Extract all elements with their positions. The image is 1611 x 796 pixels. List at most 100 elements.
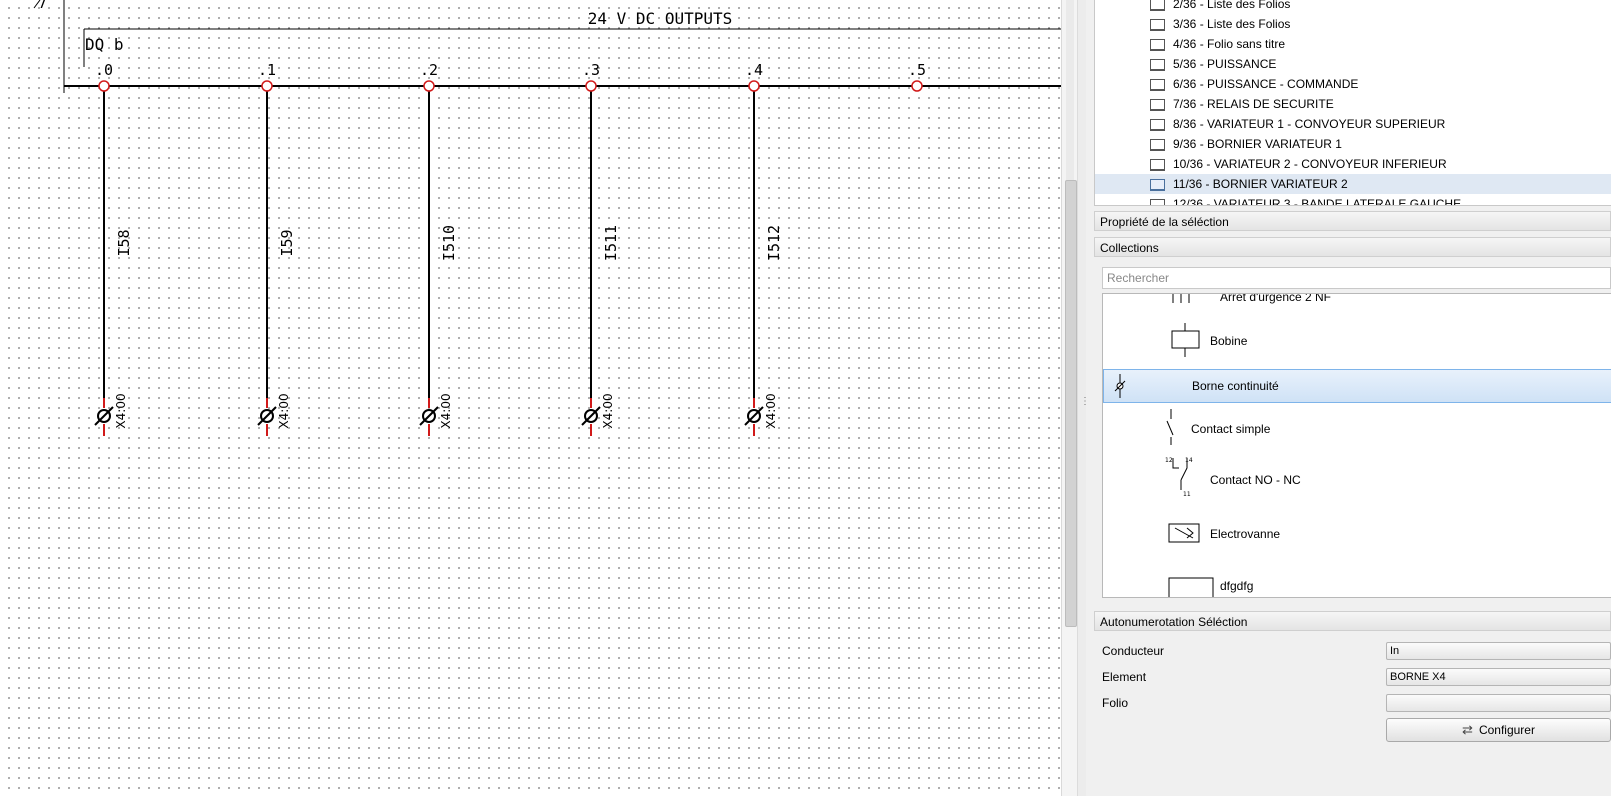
folio-item[interactable]: 12/36 - VARIATEUR 3 - BANDE LATERALE GAU… (1095, 194, 1611, 206)
output-channel[interactable]: .5 (908, 61, 926, 92)
folio-item-label: 12/36 - VARIATEUR 3 - BANDE LATERALE GAU… (1173, 197, 1462, 206)
scrollbar-thumb[interactable] (1065, 180, 1077, 627)
folio-item-label: 6/36 - PUISSANCE - COMMANDE (1173, 77, 1359, 91)
folio-page-icon (1150, 159, 1165, 171)
folio-page-icon (1150, 139, 1165, 151)
wire-number-label: I58 (115, 229, 133, 256)
folio-combo[interactable] (1386, 694, 1611, 712)
terminal-slash-icon (744, 406, 764, 426)
folio-item-label: 9/36 - BORNIER VARIATEUR 1 (1173, 137, 1342, 151)
module-frame (33, 0, 1061, 93)
collection-item[interactable]: Arret d'urgence 2 NF (1103, 293, 1611, 315)
canvas-vertical-scrollbar[interactable] (1061, 0, 1078, 796)
collections-dock-title[interactable]: Collections (1094, 237, 1611, 257)
collection-item[interactable]: dfgdfg (1103, 570, 1611, 597)
output-pin-point[interactable] (911, 80, 923, 92)
autonum-dock-title[interactable]: Autonumerotation Séléction (1094, 611, 1611, 631)
terminal-slash-icon (581, 406, 601, 426)
folio-label: Folio (1102, 696, 1129, 710)
collection-item[interactable]: Electrovanne (1103, 518, 1611, 552)
folio-item[interactable]: 3/36 - Liste des Folios (1095, 14, 1611, 34)
output-pin-point[interactable] (423, 80, 435, 92)
schematic-drawing[interactable]: 24 V DC OUTPUTS DQ b .0I58X4:00.1I59X4:0… (0, 0, 1061, 796)
collection-item[interactable]: Contact simple (1103, 409, 1611, 447)
folio-item-label: 2/36 - Liste des Folios (1173, 0, 1291, 11)
svg-text:14: 14 (1185, 457, 1193, 464)
folio-page-icon (1150, 19, 1165, 31)
output-pin-point[interactable] (748, 80, 760, 92)
right-dock: 2/36 - Liste des Folios 3/36 - Liste des … (1086, 0, 1611, 796)
output-pin-label: .4 (745, 61, 763, 79)
collection-item-label: Bobine (1210, 334, 1248, 348)
wire-number-label: I59 (278, 229, 296, 256)
folio-item[interactable]: 2/36 - Liste des Folios (1095, 0, 1611, 14)
splitter-grip-icon: ⋮ (1080, 396, 1090, 407)
module-label: DQ b (85, 35, 124, 54)
panel-splitter[interactable]: ⋮ (1077, 0, 1090, 796)
folio-page-icon (1150, 179, 1165, 191)
folio-page-icon (1150, 119, 1165, 131)
folio-page-icon (1150, 99, 1165, 111)
properties-dock-title[interactable]: Propriété de la séléction (1094, 211, 1611, 231)
folio-item[interactable]: 7/36 - RELAIS DE SECURITE (1095, 94, 1611, 114)
folio-item[interactable]: 11/36 - BORNIER VARIATEUR 2 (1095, 174, 1611, 194)
folio-tree[interactable]: 2/36 - Liste des Folios 3/36 - Liste des … (1094, 0, 1611, 206)
terminal-slash-icon (257, 406, 277, 426)
sheet-number-label: 7 (38, 0, 47, 12)
folio-item[interactable]: 10/36 - VARIATEUR 2 - CONVOYEUR INFERIEU… (1095, 154, 1611, 174)
output-pin-point[interactable] (98, 80, 110, 92)
collection-search-input[interactable]: Rechercher (1102, 267, 1611, 289)
terminal-slash-icon (94, 406, 114, 426)
folio-item-label: 10/36 - VARIATEUR 2 - CONVOYEUR INFERIEU… (1173, 157, 1447, 171)
schematic-title: 24 V DC OUTPUTS (588, 9, 733, 28)
settings-sliders-icon: ⇄ (1462, 722, 1473, 737)
output-pin-label: .2 (420, 61, 438, 79)
output-pin-label: .0 (95, 61, 113, 79)
collection-item-label: Contact NO - NC (1210, 473, 1301, 487)
wire-number-label: I510 (440, 225, 458, 261)
folio-item[interactable]: 6/36 - PUISSANCE - COMMANDE (1095, 74, 1611, 94)
terminal-label: X4:00 (601, 393, 615, 428)
collection-item-label: Borne continuité (1192, 379, 1279, 393)
folio-item-label: 4/36 - Folio sans titre (1173, 37, 1286, 51)
output-pin-point[interactable] (585, 80, 597, 92)
collection-item-label: Contact simple (1191, 422, 1271, 436)
conducteur-label: Conducteur (1102, 644, 1165, 658)
terminal-label: X4:00 (764, 393, 778, 428)
conducteur-combo[interactable]: In (1386, 642, 1611, 660)
element-label: Element (1102, 670, 1147, 684)
folio-page-icon (1150, 199, 1165, 205)
folio-item[interactable]: 4/36 - Folio sans titre (1095, 34, 1611, 54)
collection-item-label: dfgdfg (1220, 579, 1254, 593)
terminal-label: X4:00 (277, 393, 291, 428)
collection-item-label: Arret d'urgence 2 NF (1220, 293, 1332, 304)
terminal-slash-icon (419, 406, 439, 426)
element-combo[interactable]: BORNE X4 (1386, 668, 1611, 686)
folio-item[interactable]: 8/36 - VARIATEUR 1 - CONVOYEUR SUPERIEUR (1095, 114, 1611, 134)
collection-item-label: Electrovanne (1210, 527, 1281, 541)
folio-item[interactable]: 5/36 - PUISSANCE (1095, 54, 1611, 74)
output-pin-label: .5 (908, 61, 926, 79)
folio-item-label: 11/36 - BORNIER VARIATEUR 2 (1173, 177, 1348, 191)
folio-item-label: 5/36 - PUISSANCE (1173, 57, 1277, 71)
folio-page-icon (1150, 79, 1165, 91)
folio-page-icon (1150, 0, 1165, 11)
configure-button[interactable]: ⇄ Configurer (1386, 718, 1611, 742)
folio-item[interactable]: 9/36 - BORNIER VARIATEUR 1 (1095, 134, 1611, 154)
folio-item-label: 7/36 - RELAIS DE SECURITE (1173, 97, 1334, 111)
folio-item-label: 3/36 - Liste des Folios (1173, 17, 1291, 31)
configure-button-label: Configurer (1478, 723, 1535, 737)
collection-item[interactable]: Bobine (1103, 323, 1611, 359)
output-pin-point[interactable] (261, 80, 273, 92)
collection-item[interactable]: Borne continuité (1103, 369, 1611, 403)
folio-page-icon (1150, 39, 1165, 51)
output-pin-label: .1 (258, 61, 276, 79)
